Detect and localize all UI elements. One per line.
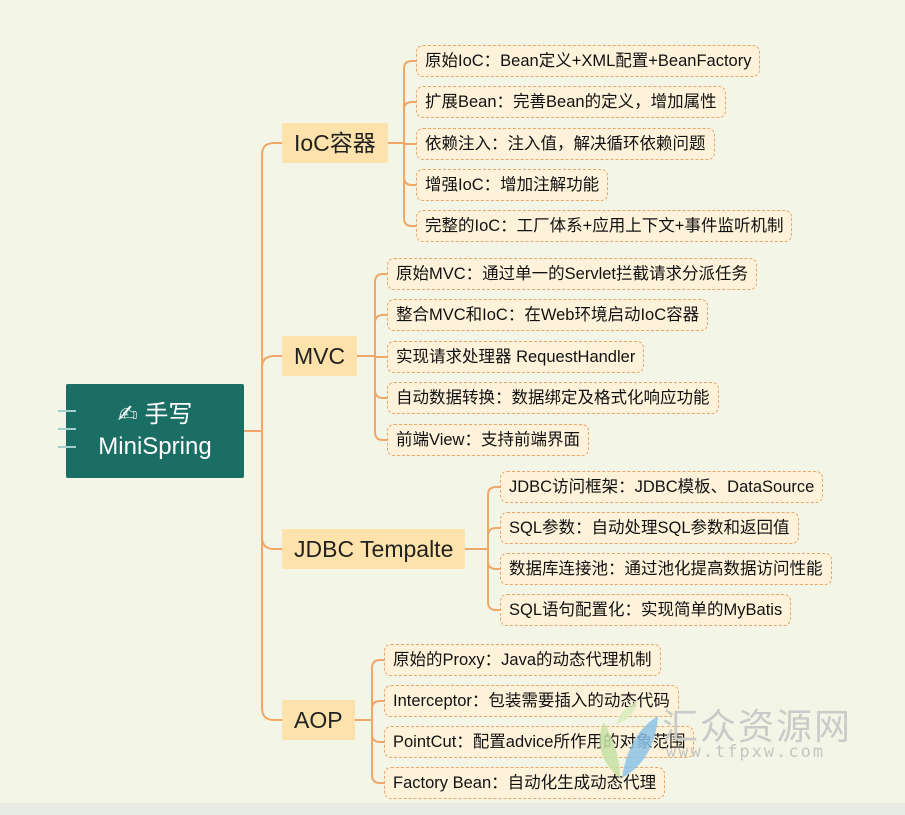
watermark-url: www.tfpxw.com xyxy=(666,742,826,762)
connector-leaf xyxy=(371,700,385,721)
leaf-mvc-3[interactable]: 实现请求处理器 RequestHandler xyxy=(387,341,645,373)
connector-leaf xyxy=(403,60,417,144)
connector-leaf xyxy=(374,273,388,357)
connector-leaf xyxy=(487,486,501,550)
leaf-aop-2[interactable]: Interceptor：包装需要插入的动态代码 xyxy=(384,685,679,717)
root-tick-mark xyxy=(58,428,76,430)
leaf-logo-icon xyxy=(599,702,658,778)
leaf-aop-1[interactable]: 原始的Proxy：Java的动态代理机制 xyxy=(384,644,661,676)
connector-leaf xyxy=(487,548,501,611)
connector-branch xyxy=(261,355,283,432)
root-node[interactable]: ✍ 手写 MiniSpring xyxy=(58,384,244,478)
root-tick-mark xyxy=(58,410,76,412)
connector-leaf xyxy=(374,355,388,441)
leaf-jdbc-4[interactable]: SQL语句配置化：实现简单的MyBatis xyxy=(500,594,792,626)
watermark-title: 汇众资源网 xyxy=(662,707,853,748)
leaf-ioc-1[interactable]: 原始IoC：Bean定义+XML配置+BeanFactory xyxy=(416,45,761,77)
connector-branch xyxy=(261,430,283,550)
leaf-ioc-2[interactable]: 扩展Bean：完善Bean的定义，增加属性 xyxy=(416,86,726,118)
leaf-mvc-2[interactable]: 整合MVC和IoC：在Web环境启动IoC容器 xyxy=(387,299,709,331)
leaf-jdbc-3[interactable]: 数据库连接池：通过池化提高数据访问性能 xyxy=(500,553,832,585)
connector-branch xyxy=(261,430,283,721)
connector-leaf xyxy=(487,548,501,570)
bottom-scroll-strip xyxy=(0,803,905,815)
connector-leaf xyxy=(403,142,417,145)
connector-leaf xyxy=(403,101,417,144)
connector-branch xyxy=(261,142,283,432)
leaf-ioc-3[interactable]: 依赖注入：注入值，解决循环依赖问题 xyxy=(416,128,715,160)
connector-leaf xyxy=(374,355,388,399)
connector-leaf xyxy=(403,142,417,227)
leaf-jdbc-2[interactable]: SQL参数：自动处理SQL参数和返回值 xyxy=(500,512,799,544)
branch-ioc[interactable]: IoC容器 xyxy=(282,123,388,163)
leaf-jdbc-1[interactable]: JDBC访问框架：JDBC模板、DataSource xyxy=(500,471,824,503)
leaf-mvc-1[interactable]: 原始MVC：通过单一的Servlet拦截请求分派任务 xyxy=(387,258,758,290)
connector-leaf xyxy=(403,142,417,186)
connector-leaf xyxy=(371,719,385,784)
connector-leaf xyxy=(371,659,385,721)
connector-leaf xyxy=(487,527,501,550)
root-title-line1: ✍ 手写 xyxy=(117,401,193,428)
watermark: 汇众资源网 www.tfpxw.com xyxy=(582,694,882,784)
branch-mvc[interactable]: MVC xyxy=(282,336,358,376)
connector-leaf xyxy=(371,719,385,743)
leaf-ioc-5[interactable]: 完整的IoC：工厂体系+应用上下文+事件监听机制 xyxy=(416,210,793,242)
leaf-ioc-4[interactable]: 增强IoC：增加注解功能 xyxy=(416,169,609,201)
leaf-mvc-4[interactable]: 自动数据转换：数据绑定及格式化响应功能 xyxy=(387,382,719,414)
leaf-mvc-5[interactable]: 前端View：支持前端界面 xyxy=(387,424,589,456)
root-title-line2: MiniSpring xyxy=(98,433,212,460)
connector-leaf xyxy=(374,355,388,358)
root-tick-mark xyxy=(58,446,76,448)
connector-leaf xyxy=(374,314,388,357)
branch-jdbc[interactable]: JDBC Tempalte xyxy=(282,529,466,569)
branch-aop[interactable]: AOP xyxy=(282,700,355,740)
